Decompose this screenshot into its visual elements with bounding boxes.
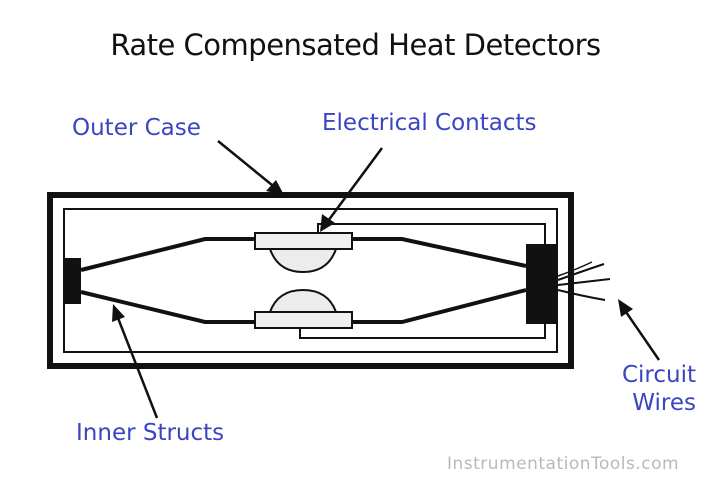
arrow-outer-case bbox=[217, 140, 284, 195]
arrow-electrical-contacts bbox=[320, 147, 384, 232]
circuit-wire-3 bbox=[557, 289, 606, 301]
circuit-wire-4 bbox=[557, 261, 593, 277]
circuit-wire-1 bbox=[557, 263, 605, 281]
label-outer-case: Outer Case bbox=[72, 115, 201, 141]
outer-case bbox=[47, 192, 574, 369]
upper-contact-bar bbox=[254, 232, 353, 250]
right-end-block bbox=[526, 244, 558, 324]
label-circuit-line1: Circuit bbox=[621, 362, 696, 388]
watermark: InstrumentationTools.com bbox=[447, 454, 680, 474]
left-end-block bbox=[63, 258, 81, 304]
label-circuit-line2: Wires bbox=[632, 389, 696, 416]
diagram-title: Rate Compensated Heat Detectors bbox=[110, 28, 601, 62]
arrow-inner-structs bbox=[112, 304, 159, 419]
upper-strut bbox=[80, 237, 255, 272]
upper-contact-dome bbox=[268, 248, 338, 274]
label-circuit-wires: Circuit Wires bbox=[596, 362, 696, 417]
label-inner-structs: Inner Structs bbox=[76, 420, 225, 446]
circuit-wire-2 bbox=[557, 278, 611, 286]
label-electrical-contacts: Electrical Contacts bbox=[322, 110, 537, 136]
lower-wire bbox=[299, 324, 546, 339]
upper-wire bbox=[317, 223, 546, 244]
lower-contact-bar bbox=[254, 311, 353, 329]
lower-strut-right bbox=[352, 288, 527, 324]
lower-strut bbox=[80, 290, 255, 324]
lower-contact-dome bbox=[268, 288, 338, 313]
arrow-circuit-wires bbox=[618, 299, 661, 361]
upper-strut-right bbox=[352, 237, 527, 268]
